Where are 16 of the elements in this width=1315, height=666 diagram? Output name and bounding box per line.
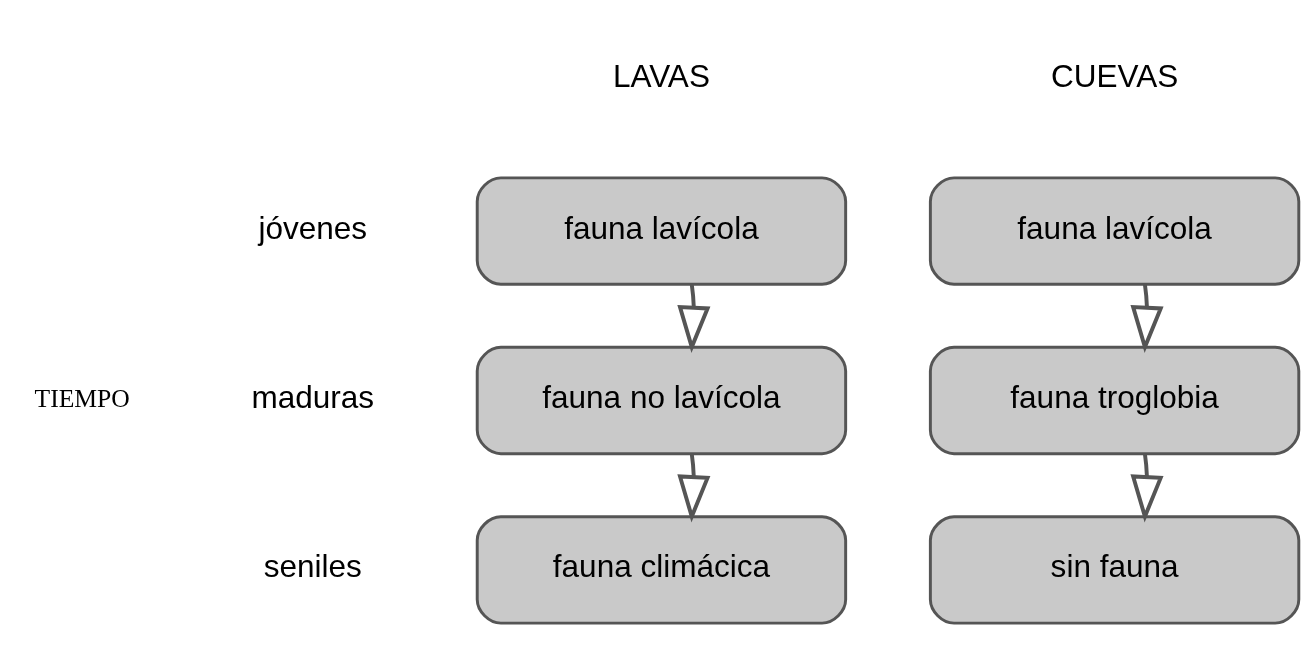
arrow [1130, 283, 1164, 353]
node-box: fauna lavícola [928, 175, 1301, 286]
arrow [677, 453, 711, 522]
node-box: fauna troglobia [928, 345, 1301, 455]
label: LAVAS [612, 57, 710, 94]
label: seniles [263, 547, 362, 584]
label: TIEMPO [34, 383, 130, 413]
arrow [677, 283, 711, 353]
node-box: sin fauna [928, 514, 1301, 625]
label: CUEVAS [1050, 57, 1179, 94]
arrow [1130, 453, 1164, 522]
label: jóvenes [258, 209, 368, 246]
node-box: fauna no lavícola [475, 345, 848, 455]
node-box: fauna climácica [475, 514, 848, 625]
label: maduras [251, 378, 375, 415]
node-box: fauna lavícola [475, 175, 848, 286]
